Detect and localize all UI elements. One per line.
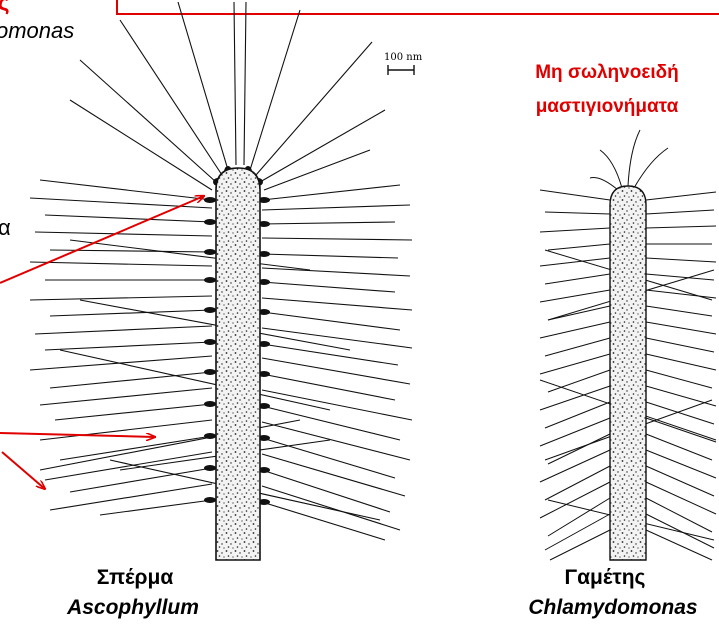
left-caption-species: Ascophyllum <box>58 596 208 620</box>
red-arrows <box>0 196 204 489</box>
scale-bar-icon <box>388 65 414 75</box>
arrow-to-middle-hair-icon <box>0 433 155 437</box>
non-tubular-label-line1: Μη σωληνοειδή <box>496 62 718 84</box>
right-caption-species: Chlamydomonas <box>508 596 718 620</box>
scale-bar-label: 100 nm <box>384 52 422 63</box>
right-caption-line1: Γαμέτης <box>530 566 680 590</box>
arrow-to-flagellum-tip-icon <box>0 196 204 283</box>
arrow-to-lower-hair-icon <box>2 452 45 489</box>
non-tubular-label-line2: μαστιγιονήματα <box>496 96 718 118</box>
right-flagellum-axis <box>610 186 646 560</box>
left-caption-line1: Σπέρμα <box>60 566 210 590</box>
left-flagellum-axis <box>216 168 260 560</box>
